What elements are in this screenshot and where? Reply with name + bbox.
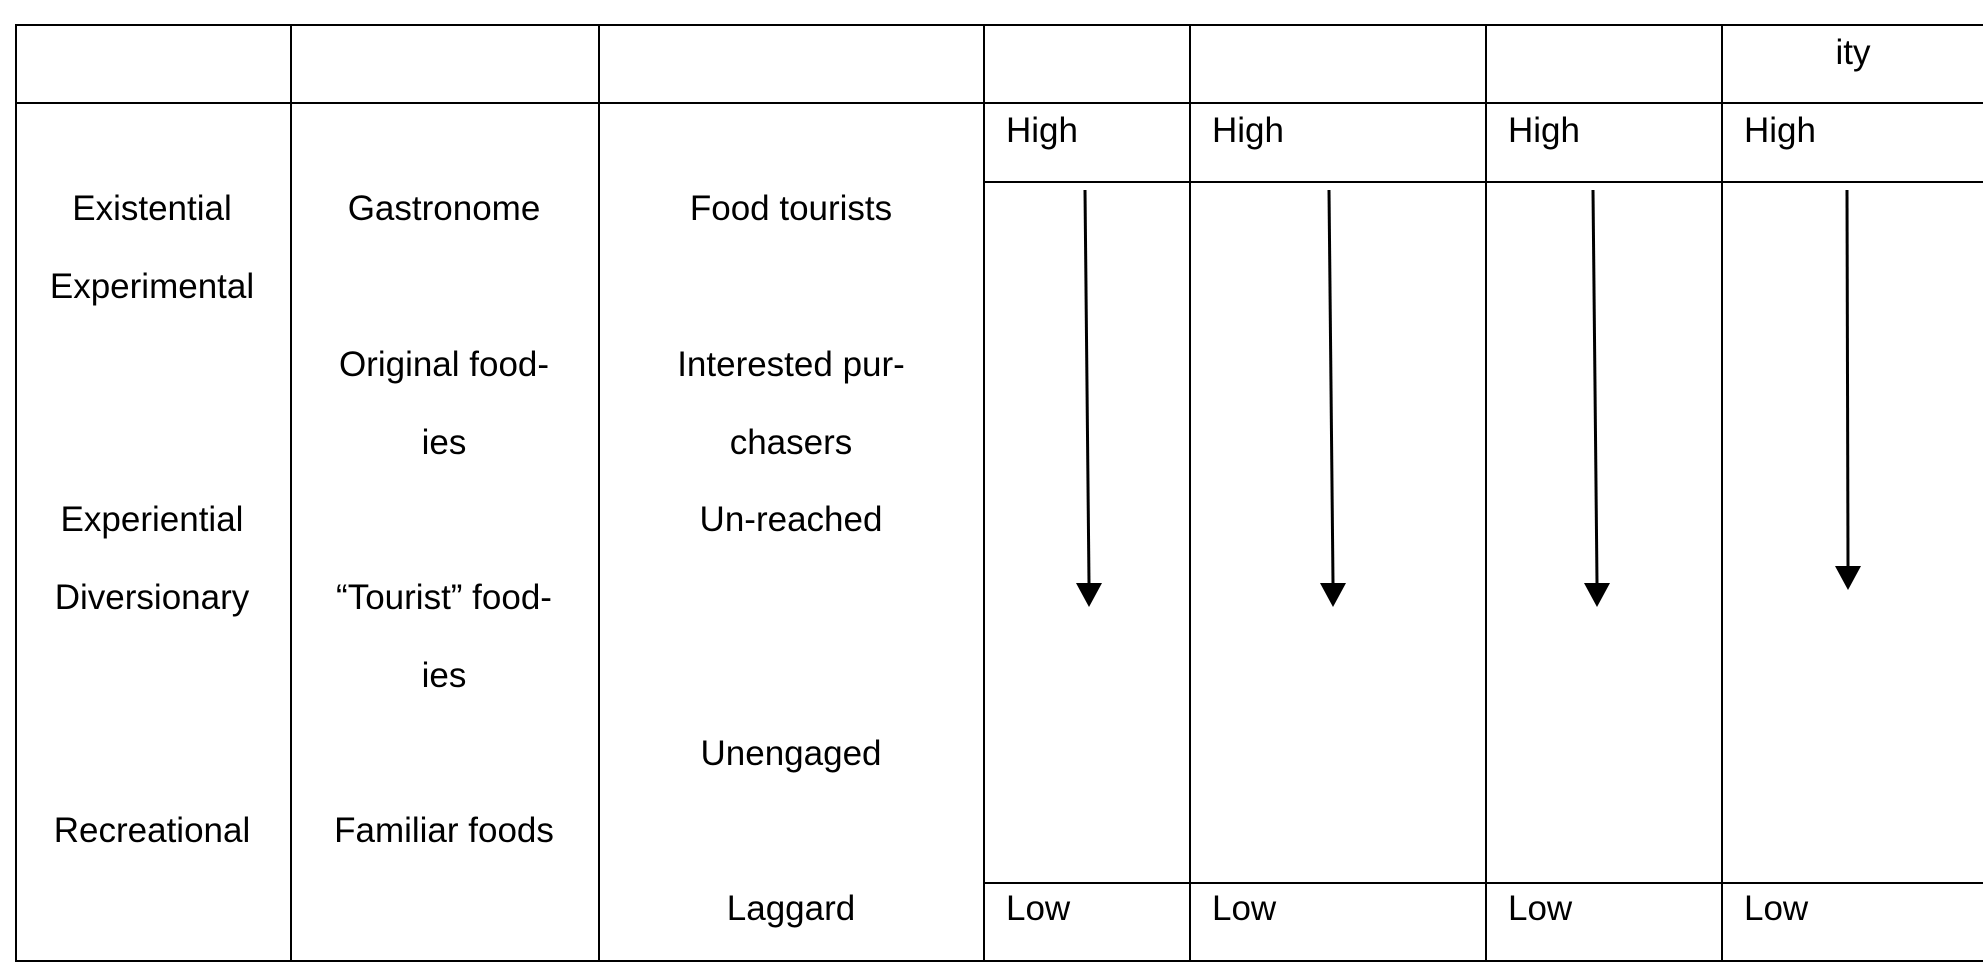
col2-tourist-foodies-line2: ies — [421, 656, 467, 695]
col2-gastronome: Gastronome — [347, 189, 541, 228]
table-border-left — [15, 24, 17, 962]
table-border-top — [15, 24, 1983, 26]
column-divider-2 — [598, 24, 600, 962]
table-border-bottom — [15, 960, 1983, 962]
high-label-col6: High — [1508, 111, 1580, 150]
high-label-col7: High — [1744, 111, 1816, 150]
low-row-divider — [983, 882, 1983, 884]
column-divider-3 — [983, 24, 985, 962]
low-label-col6: Low — [1508, 889, 1573, 928]
col3-interested-purchasers-line1: Interested pur- — [677, 345, 905, 384]
high-label-col4: High — [1006, 111, 1078, 150]
col3-laggard: Laggard — [726, 889, 856, 928]
col2-tourist-foodies-line1: “Tourist” food- — [336, 578, 552, 617]
col1-experiential: Experiential — [60, 500, 244, 539]
header-row-divider — [15, 102, 1983, 104]
column-divider-1 — [290, 24, 292, 962]
arrow-down-icon — [1584, 189, 1610, 607]
col1-recreational: Recreational — [53, 811, 251, 850]
col2-original-foodies-line1: Original food- — [338, 345, 550, 384]
col3-unengaged: Unengaged — [700, 734, 882, 773]
arrow-down-icon — [1320, 189, 1346, 607]
col2-familiar-foods: Familiar foods — [334, 811, 554, 850]
col1-existential: Existential — [72, 189, 232, 228]
col1-diversionary: Diversionary — [54, 578, 250, 617]
col3-interested-purchasers-line2: chasers — [729, 423, 853, 462]
col3-food-tourists: Food tourists — [689, 189, 893, 228]
high-row-divider — [983, 181, 1983, 183]
column-divider-4 — [1189, 24, 1191, 962]
col1-experimental: Experimental — [49, 267, 255, 306]
arrow-down-icon — [1835, 189, 1861, 590]
high-label-col5: High — [1212, 111, 1284, 150]
low-label-col4: Low — [1006, 889, 1071, 928]
col3-un-reached: Un-reached — [699, 500, 883, 539]
low-label-col5: Low — [1212, 889, 1277, 928]
header-col7-text: ity — [1835, 33, 1871, 72]
column-divider-6 — [1721, 24, 1723, 962]
col2-original-foodies-line2: ies — [421, 423, 467, 462]
low-label-col7: Low — [1744, 889, 1809, 928]
arrow-down-icon — [1076, 189, 1102, 607]
column-divider-5 — [1485, 24, 1487, 962]
